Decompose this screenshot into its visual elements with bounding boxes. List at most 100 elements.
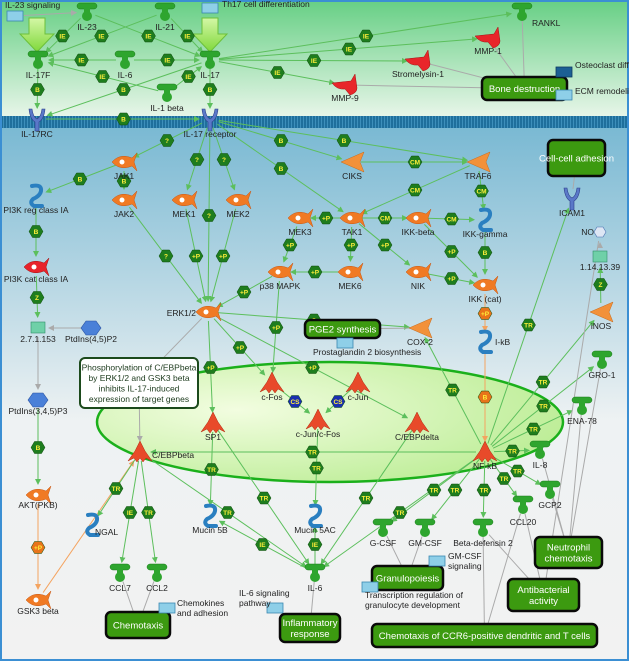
node-c-fos[interactable]: c-Fos [259, 371, 285, 402]
node-il-8[interactable]: IL-8 [529, 440, 551, 470]
process-granulopoiesis[interactable]: Granulopoiesis [370, 564, 445, 592]
node-mek2[interactable]: MEK2 [225, 190, 252, 219]
node-prostaglandin-2-biosynthesis[interactable]: Prostaglandin 2 biosynthesis [313, 337, 421, 357]
badge-phosphorylation: +P [30, 541, 46, 554]
node-pi3k-reg-class-ia[interactable]: PI3K reg class IA [3, 183, 69, 215]
node-mucin-5ac[interactable]: Mucin 5AC [294, 503, 336, 535]
svg-text:B: B [36, 445, 41, 452]
node-gcp2[interactable]: GCP2 [538, 480, 562, 510]
node-i-kb[interactable]: I-kB [478, 329, 510, 354]
node-mek1[interactable]: MEK1 [171, 190, 198, 219]
node-mucin-5b[interactable]: Mucin 5B [192, 503, 228, 535]
badge-tr: TR [535, 375, 551, 389]
node-il-23[interactable]: IL-23 [76, 2, 98, 32]
node-mmp-1[interactable]: MMP-1 [474, 26, 502, 56]
node-ikk-cat[interactable]: IKK (cat) [468, 275, 502, 304]
node-il-23-signaling[interactable]: IL-23 signaling [5, 0, 61, 22]
node-ikk-beta[interactable]: IKK-beta [401, 208, 435, 237]
process-cell-cell-adhesion[interactable]: Cell-cell adhesion [539, 138, 614, 178]
node-gsk3-beta[interactable]: GSK3 beta [17, 590, 59, 616]
node-1-14-13-39[interactable]: 1.14.13.39 [580, 250, 620, 272]
node-label: IKK (cat) [468, 294, 501, 304]
node-ccl2[interactable]: CCL2 [146, 563, 168, 593]
node-rankl[interactable]: RANKL [511, 2, 561, 28]
node-nf-kb[interactable]: NF-kB [472, 440, 497, 471]
node-beta-defensin-2[interactable]: Beta-defensin 2 [453, 518, 513, 548]
node-ena-78[interactable]: ENA-78 [567, 396, 597, 426]
node-traf6[interactable]: TRAF6 [465, 151, 492, 181]
node-il-17f[interactable]: IL-17F [26, 50, 51, 80]
node-il-6[interactable]: IL-6 [304, 563, 326, 593]
badge-b: B [477, 390, 493, 404]
process-chemotaxis[interactable]: Chemotaxis [104, 610, 172, 640]
badge-z: Z [29, 291, 45, 304]
node-ccl7[interactable]: CCL7 [109, 563, 131, 593]
node-pi3k-cat-class-ia[interactable]: PI3K cat class IA [4, 257, 69, 284]
node-c-ebpbeta[interactable]: C/EBPbeta [127, 440, 194, 463]
node-th17-cell-differentiation[interactable]: Th17 cell differentiation [201, 0, 310, 14]
node-tak1[interactable]: TAK1 [339, 208, 366, 237]
node-sp1[interactable]: SP1 [200, 411, 226, 442]
node-mek3[interactable]: MEK3 [287, 208, 314, 237]
svg-text:+P: +P [481, 311, 490, 318]
node-jak2[interactable]: JAK2 [111, 190, 138, 219]
node-label: MMP-9 [331, 93, 359, 103]
badge-cm: CM [444, 212, 459, 226]
svg-text:B: B [279, 166, 284, 173]
node-il-17rc[interactable]: IL-17RC [21, 108, 53, 139]
svg-text:B: B [34, 229, 39, 236]
node-mek6[interactable]: MEK6 [337, 262, 364, 291]
node-ptdins-3-4-5-p3[interactable]: PtdIns(3,4,5)P3 [8, 392, 68, 416]
node-inos[interactable]: iNOS [589, 301, 614, 331]
node-ciks[interactable]: CIKS [340, 151, 365, 181]
pbox-icon [266, 602, 284, 614]
node-il-17-receptor[interactable]: IL-17 receptor [184, 108, 237, 139]
node-ccl20[interactable]: CCL20 [510, 495, 537, 527]
node-no[interactable]: NO [581, 226, 607, 238]
node-akt-pkb[interactable]: AKT(PKB) [18, 485, 58, 510]
node-c-jun[interactable]: c-Jun [345, 371, 371, 402]
node-il-6[interactable]: IL-6 [114, 50, 136, 80]
node-ikk-gamma[interactable]: IKK-gamma [463, 207, 508, 239]
node-ecm-remodeling[interactable]: ECM remodeling [555, 86, 629, 101]
receptor-icon [28, 108, 46, 132]
node-label: Th17 cell differentiation [222, 0, 310, 9]
node-il-1-beta[interactable]: IL-1 beta [150, 83, 184, 113]
badge-phosphorylation: +P [318, 211, 334, 225]
node-gro-1[interactable]: GRO-1 [589, 350, 616, 380]
node-label: CCL2 [146, 583, 168, 593]
svg-text:+P: +P [322, 215, 331, 222]
node-nik[interactable]: NIK [405, 262, 432, 291]
node-p38-mapk[interactable]: p38 MAPK [260, 262, 301, 291]
node-cox-2[interactable]: COX-2 [407, 317, 433, 347]
node-mmp-9[interactable]: MMP-9 [331, 73, 359, 103]
node-il-17[interactable]: IL-17 [199, 50, 221, 80]
node-gm-csf[interactable]: GM-CSF [408, 518, 442, 548]
node-icam1[interactable]: ICAM1 [559, 187, 585, 218]
node-2-7-1-153[interactable]: 2.7.1.153 [20, 321, 56, 344]
svg-text:TR: TR [396, 510, 405, 517]
node-stromelysin-1[interactable]: Stromelysin-1 [392, 49, 444, 79]
process-bone-destruction[interactable]: Bone destruction [480, 75, 569, 102]
process-chemotaxis-of-ccr6-positive-dendritic-and-t-cells[interactable]: Chemotaxis of CCR6-positive dendritic an… [370, 622, 599, 649]
node-il-21[interactable]: IL-21 [154, 2, 176, 32]
node-osteoclast-differentiation[interactable]: Osteoclast differentiation [555, 60, 629, 78]
node-erk1-2[interactable]: ERK1/2 [167, 302, 222, 322]
node-ptdins-4-5-p2[interactable]: PtdIns(4,5)P2 [65, 320, 117, 344]
node-ngal[interactable]: NGAL [85, 512, 118, 537]
process-pge2-synthesis[interactable]: PGE2 synthesis [303, 318, 382, 340]
node-jak1[interactable]: JAK1 [111, 152, 138, 181]
node-c-jun-c-fos[interactable]: c-Jun/c-Fos [296, 408, 340, 439]
node-g-csf[interactable]: G-CSF [370, 518, 396, 548]
node-c-ebpdelta[interactable]: C/EBPdelta [395, 411, 439, 442]
svg-text:IE: IE [99, 74, 106, 81]
svg-text:Z: Z [35, 295, 39, 302]
